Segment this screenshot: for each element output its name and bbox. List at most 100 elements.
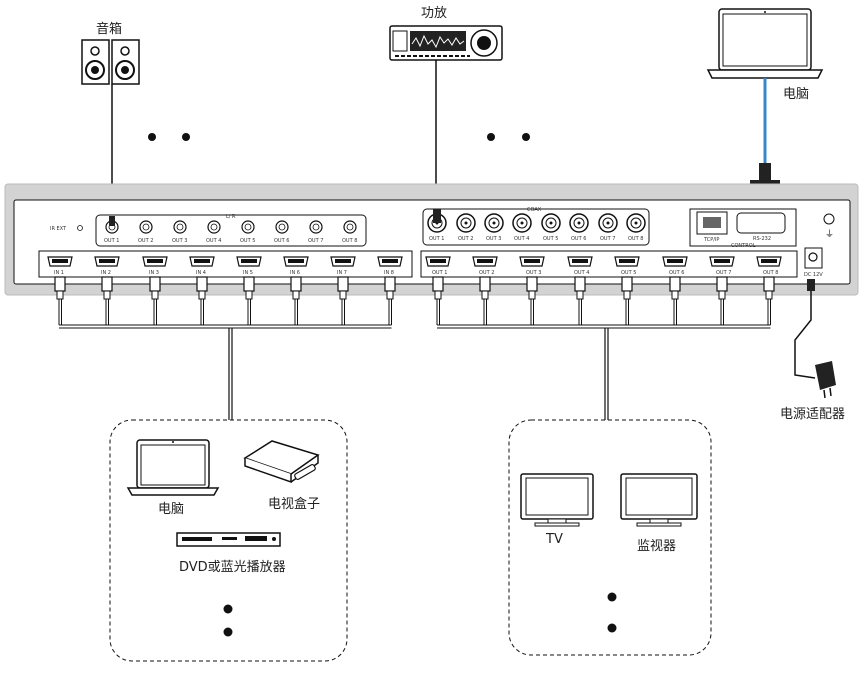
hdmi-plug-icon bbox=[384, 276, 396, 300]
hdmi-out-group bbox=[420, 250, 798, 278]
audio-out-port-label: OUT 5 bbox=[240, 238, 255, 244]
audio-out-port-label: OUT 6 bbox=[274, 238, 289, 244]
hdmi-port-label: IN 8 bbox=[384, 270, 394, 276]
coax-out-group bbox=[422, 208, 650, 246]
ir-ext-port bbox=[77, 225, 83, 231]
ellipsis-dot bbox=[223, 604, 233, 614]
coax-out-port-label: OUT 8 bbox=[628, 236, 643, 242]
audio-out-ports: OUT 1 OUT 2 OUT 3 OUT 4 OUT 5 OUT 6 OUT 7 OUT 8 bbox=[104, 216, 357, 244]
hdmi-plug-icon bbox=[337, 276, 349, 300]
hdmi-plug-icon bbox=[526, 276, 538, 300]
hdmi-plug-icon bbox=[621, 276, 633, 300]
power-adapter-label: 电源适配器 bbox=[780, 407, 845, 422]
ground-icon: ⏚ bbox=[825, 229, 834, 240]
ir-ext-label: IR EXT bbox=[50, 226, 67, 232]
rca-audio-port: OUT 2 bbox=[138, 220, 153, 244]
ground-screw bbox=[823, 213, 835, 225]
coax-out-port-label: OUT 6 bbox=[571, 236, 586, 242]
source-devices-group bbox=[109, 419, 348, 662]
rs232-label: RS-232 bbox=[753, 236, 771, 242]
monitor-label: 监视器 bbox=[637, 539, 676, 554]
hdmi-port-label: IN 1 bbox=[54, 270, 64, 276]
ellipsis-dot bbox=[487, 133, 495, 141]
hdmi-port-label: OUT 5 bbox=[621, 270, 636, 276]
audio-out-port-label: OUT 1 bbox=[104, 238, 119, 244]
hdmi-plug-icon bbox=[716, 276, 728, 300]
audio-out-group bbox=[95, 214, 367, 247]
hdmi-plug-icon bbox=[669, 276, 681, 300]
hdmi-cables bbox=[54, 276, 775, 329]
rca-audio-port: OUT 4 bbox=[206, 220, 221, 244]
audio-out-port-label: OUT 7 bbox=[308, 238, 323, 244]
rca-audio-port: OUT 3 bbox=[172, 220, 187, 244]
coax-port: OUT 3 bbox=[484, 213, 504, 242]
ellipsis-dot bbox=[607, 623, 617, 633]
ellipsis-dot bbox=[607, 592, 617, 602]
speaker-icon bbox=[81, 39, 140, 85]
power-adapter-icon bbox=[815, 361, 836, 399]
hdmi-port: IN 8 bbox=[377, 256, 403, 276]
coax-label: COAX bbox=[527, 207, 542, 213]
hdmi-port-label: IN 2 bbox=[101, 270, 111, 276]
hdmi-port-label: OUT 6 bbox=[669, 270, 684, 276]
hdmi-plug-icon bbox=[432, 276, 444, 300]
pc-top-label: 电脑 bbox=[783, 87, 809, 102]
tv-label: TV bbox=[545, 532, 563, 547]
hdmi-in-group bbox=[38, 250, 413, 278]
dc-port bbox=[804, 247, 823, 269]
ellipsis-dot bbox=[223, 627, 233, 637]
rca-audio-port: OUT 8 bbox=[342, 220, 357, 244]
hdmi-port: IN 7 bbox=[330, 256, 356, 276]
hdmi-port: OUT 1 bbox=[425, 256, 451, 276]
tcp-ip-label: TCP/IP bbox=[703, 237, 719, 243]
hdmi-port: OUT 6 bbox=[662, 256, 688, 276]
coax-out-port-label: OUT 4 bbox=[514, 236, 529, 242]
amplifier-icon bbox=[389, 25, 503, 61]
monitor-icon bbox=[620, 473, 698, 527]
tv-box-label: 电视盒子 bbox=[268, 496, 320, 512]
rca-audio-port: OUT 7 bbox=[308, 220, 323, 244]
hdmi-port: OUT 7 bbox=[709, 256, 735, 276]
hdmi-port-label: OUT 2 bbox=[479, 270, 494, 276]
amplifier-label: 功放 bbox=[421, 6, 447, 21]
audio-out-port-label: OUT 4 bbox=[206, 238, 221, 244]
hdmi-port-label: IN 6 bbox=[290, 270, 300, 276]
hdmi-plug-icon bbox=[290, 276, 302, 300]
dvd-label: DVD或蓝光播放器 bbox=[179, 560, 286, 575]
ellipsis-dot bbox=[522, 133, 530, 141]
coax-out-port-label: OUT 3 bbox=[486, 236, 501, 242]
hdmi-port: IN 6 bbox=[283, 256, 309, 276]
coax-port: OUT 5 bbox=[541, 213, 561, 242]
rs232-port bbox=[736, 212, 786, 234]
hdmi-plug-icon bbox=[196, 276, 208, 300]
hdmi-port-label: IN 7 bbox=[337, 270, 347, 276]
dvd-player-icon bbox=[176, 532, 281, 547]
hdmi-port: IN 2 bbox=[94, 256, 120, 276]
hdmi-port: IN 1 bbox=[47, 256, 73, 276]
hdmi-port: OUT 8 bbox=[756, 256, 782, 276]
coax-port: OUT 8 bbox=[626, 213, 646, 242]
hdmi-port-label: IN 3 bbox=[149, 270, 159, 276]
coax-port: OUT 2 bbox=[456, 213, 476, 242]
hdmi-port-label: OUT 8 bbox=[763, 270, 778, 276]
hdmi-plug-icon bbox=[574, 276, 586, 300]
hdmi-plug-icon bbox=[101, 276, 113, 300]
control-group bbox=[689, 208, 797, 247]
rca-audio-port: OUT 6 bbox=[274, 220, 289, 244]
hdmi-port-label: OUT 7 bbox=[716, 270, 731, 276]
hdmi-port: OUT 5 bbox=[614, 256, 640, 276]
hdmi-plug-icon bbox=[54, 276, 66, 300]
coax-out-port-label: OUT 2 bbox=[458, 236, 473, 242]
hdmi-port-label: IN 5 bbox=[243, 270, 253, 276]
hdmi-plug-icon bbox=[243, 276, 255, 300]
power-cable bbox=[794, 280, 816, 379]
lr-label: L/ R bbox=[226, 214, 236, 220]
hdmi-port: IN 5 bbox=[236, 256, 262, 276]
ellipsis-dot bbox=[182, 133, 190, 141]
audio-out-port-label: OUT 8 bbox=[342, 238, 357, 244]
coax-out-port-label: OUT 5 bbox=[543, 236, 558, 242]
hdmi-plug-icon bbox=[149, 276, 161, 300]
hdmi-plug-icon bbox=[479, 276, 491, 300]
